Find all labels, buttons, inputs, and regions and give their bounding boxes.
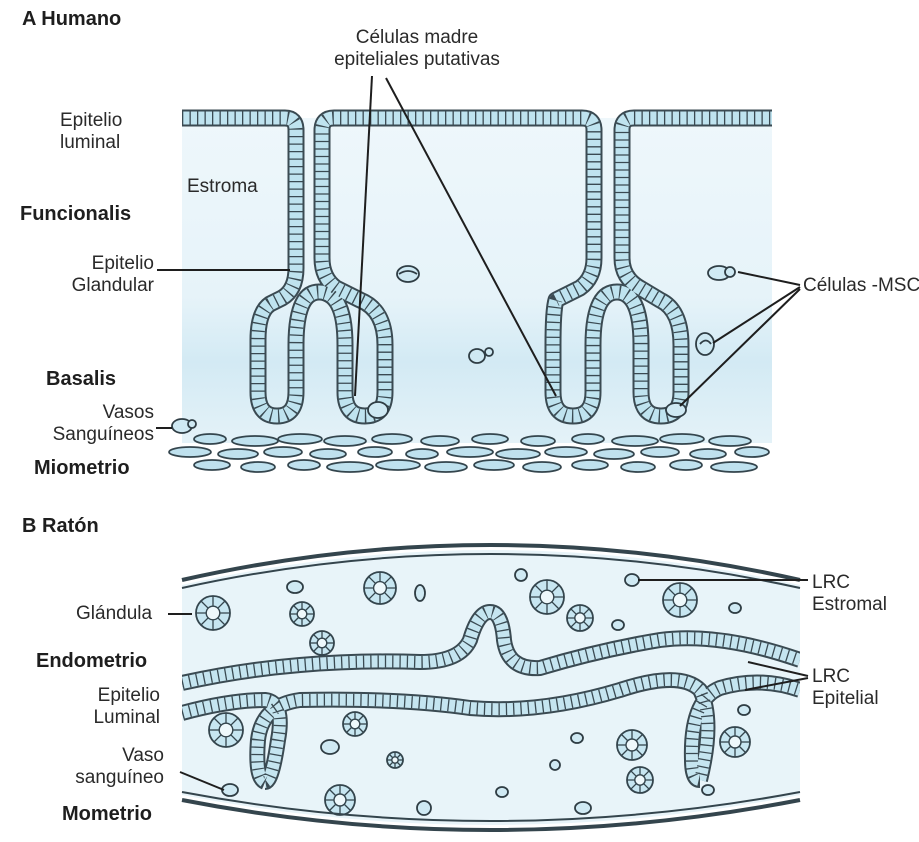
lrc-epithelial-label: LRC Epitelial (812, 666, 879, 710)
myometrium-cell (474, 460, 514, 470)
putative-line-1: Células madre (298, 27, 536, 49)
stroma-label: Estroma (187, 176, 258, 198)
gland-rosette (617, 730, 647, 760)
glandular-epithelium-label: Epitelio Glandular (40, 253, 154, 297)
panel-a-title: A Humano (22, 8, 121, 30)
endometrium-label: Endometrio (36, 650, 147, 672)
panel-a-human (156, 76, 800, 472)
myometrium-cell (572, 434, 604, 444)
myometrium-cell (278, 434, 322, 444)
putative-stem-cells-label: Células madre epiteliales putativas (298, 27, 536, 71)
gland-rosette (310, 631, 334, 655)
lrc-stromal-line-1: LRC (812, 572, 887, 594)
myometrium-cell (711, 462, 757, 472)
myometrium-cell (641, 447, 679, 457)
gland-rosette (364, 572, 396, 604)
myometrium-cell (621, 462, 655, 472)
myometrium-cell (218, 449, 258, 459)
myometrium-cell (572, 460, 608, 470)
msc-cells-label: Células -MSC (803, 275, 919, 297)
myometrium-cell (310, 449, 346, 459)
lrc-epithelial-line-1: LRC (812, 666, 879, 688)
myometrium-cell (421, 436, 459, 446)
myometrium-cell (690, 449, 726, 459)
gland-label: Glándula (76, 603, 152, 625)
myometrium-cell (472, 434, 508, 444)
blood-vessels-label: Vasos Sanguíneos (40, 402, 154, 446)
myometrium-cell (232, 436, 278, 446)
myometrium-cell (709, 436, 751, 446)
myometrium-cell (735, 447, 769, 457)
gland-rosette (325, 785, 355, 815)
gland-rosette (209, 713, 243, 747)
myometrium-cell (545, 447, 587, 457)
vessel-b-line-1: Vaso (40, 745, 164, 767)
basalis-label: Basalis (46, 368, 116, 390)
myometrium-cell (194, 460, 230, 470)
gland-rosette (290, 602, 314, 626)
myometrium-cell (241, 462, 275, 472)
lrc-stromal-label: LRC Estromal (812, 572, 887, 616)
panel-b-title: B Ratón (22, 515, 99, 537)
luminal-epithelium-b-label: Epitelio Luminal (40, 685, 160, 729)
myometrium-a-label: Miometrio (34, 457, 130, 479)
gland-rosette (663, 583, 697, 617)
myometrium-cell (612, 436, 658, 446)
myometrium-cell (376, 460, 420, 470)
myometrium-cell (406, 449, 438, 459)
luminal-line-2: luminal (60, 132, 122, 154)
myometrium-cell (425, 462, 467, 472)
glandular-line-2: Glandular (40, 275, 154, 297)
myometrium-cell (523, 462, 561, 472)
myometrium-cell (496, 449, 540, 459)
luminal-epithelium-label: Epitelio luminal (60, 110, 122, 154)
myometrium-cell (264, 447, 302, 457)
myometrium-cell (169, 447, 211, 457)
myometrium-b-label: Mometrio (62, 803, 152, 825)
myometrium-cell (660, 434, 704, 444)
myometrium-cell (447, 447, 493, 457)
luminal-b-line-1: Epitelio (40, 685, 160, 707)
gland-rosette (530, 580, 564, 614)
gland-rosette (567, 605, 593, 631)
myometrium-cell (327, 462, 373, 472)
functionalis-label: Funcionalis (20, 203, 131, 225)
myometrium-cell (670, 460, 702, 470)
panel-b-mouse (168, 545, 808, 830)
gland-rosette (720, 727, 750, 757)
vessels-line-2: Sanguíneos (40, 424, 154, 446)
myometrium-cell (324, 436, 366, 446)
putative-line-2: epiteliales putativas (298, 49, 536, 71)
vessels-line-1: Vasos (40, 402, 154, 424)
luminal-b-line-2: Luminal (40, 707, 160, 729)
gland-rosette (196, 596, 230, 630)
lrc-epithelial-line-2: Epitelial (812, 688, 879, 710)
myometrium-cell (521, 436, 555, 446)
lrc-stromal-line-2: Estromal (812, 594, 887, 616)
luminal-line-1: Epitelio (60, 110, 122, 132)
myometrium-cell (372, 434, 412, 444)
myometrium-cell (594, 449, 634, 459)
gland-rosette (343, 712, 367, 736)
myometrium-cell (358, 447, 392, 457)
myometrium-cell (288, 460, 320, 470)
glandular-line-1: Epitelio (40, 253, 154, 275)
blood-vessel-b-label: Vaso sanguíneo (40, 745, 164, 789)
gland-rosette (627, 767, 653, 793)
myometrium-cell (194, 434, 226, 444)
gland-rosette (387, 752, 403, 768)
vessel-b-line-2: sanguíneo (40, 767, 164, 789)
